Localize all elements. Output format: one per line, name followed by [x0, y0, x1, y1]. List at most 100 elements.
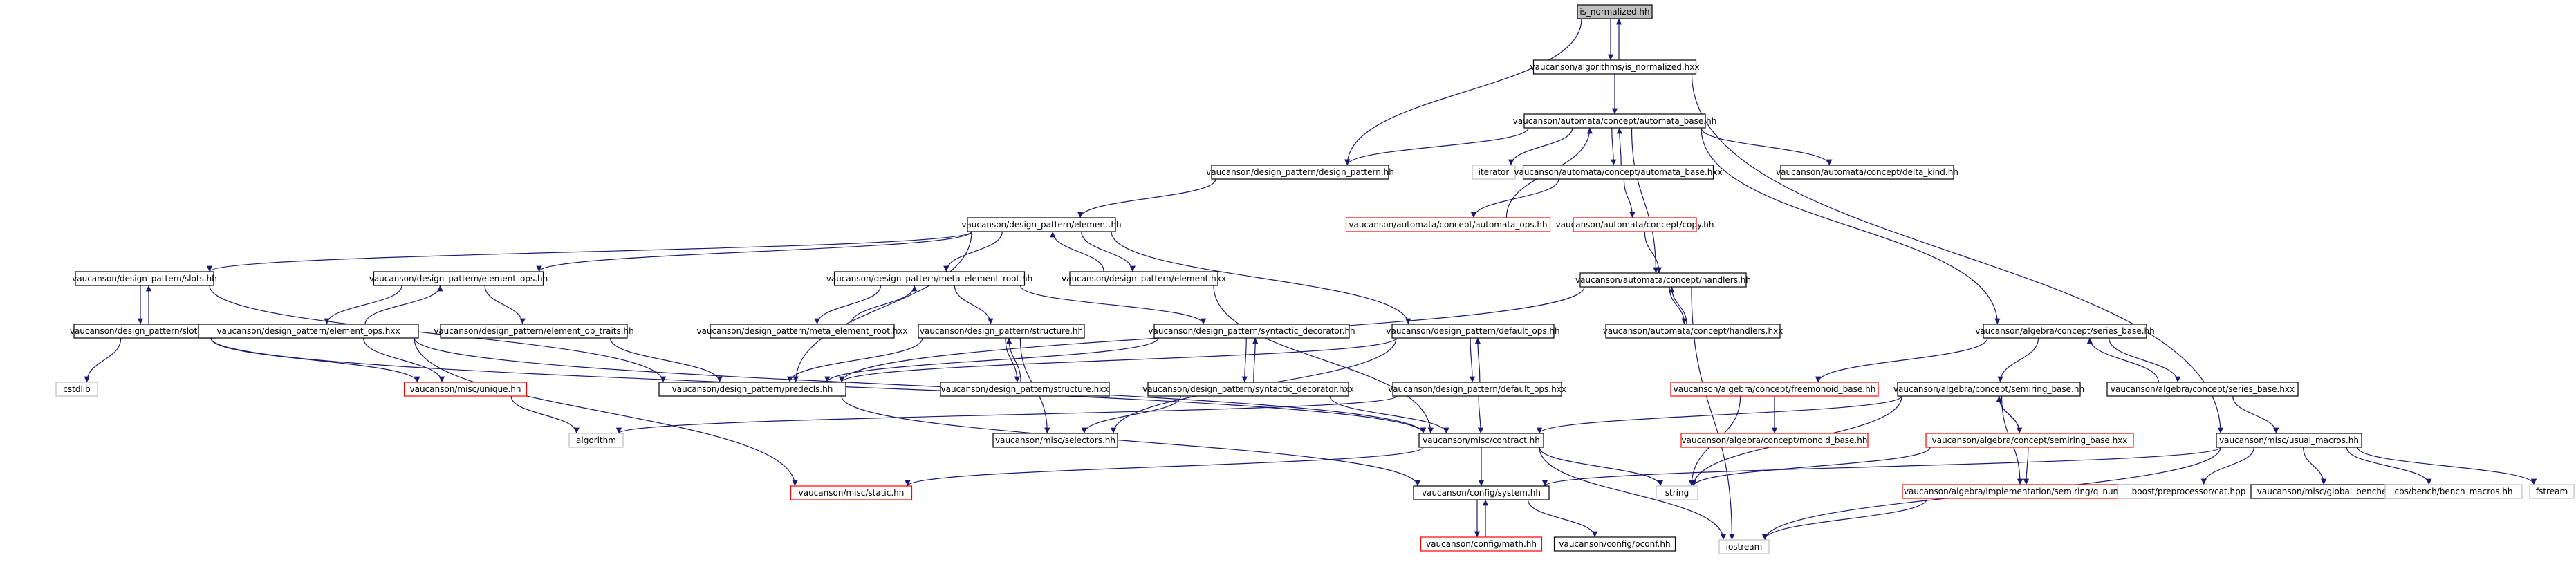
edge-vaucanson-design-pattern-syntactic-decorator-hh-to-vaucanson-design-pattern-predecls-hh [824, 337, 1159, 383]
node-vaucanson-algebra-concept-semiring-base-hxx[interactable]: vaucanson/algebra/concept/semiring_base.… [1925, 433, 2134, 448]
node-vaucanson-design-pattern-syntactic-decorator-hh[interactable]: vaucanson/design_pattern/syntactic_decor… [1148, 324, 1355, 339]
node-vaucanson-config-pconf-hh[interactable]: vaucanson/config/pconf.hh [1553, 536, 1676, 552]
edge-vaucanson-design-pattern-element-hh-to-vaucanson-design-pattern-element-ops-hh [536, 231, 972, 272]
node-vaucanson-misc-usual-macros-hh[interactable]: vaucanson/misc/usual_macros.hh [2216, 433, 2362, 448]
node-box [940, 382, 1110, 397]
node-vaucanson-design-pattern-predecls-hh[interactable]: vaucanson/design_pattern/predecls.hh [658, 382, 846, 397]
node-label: vaucanson/design_pattern/slots.hxx [70, 326, 219, 336]
node-box [1680, 433, 1869, 448]
node-box [1069, 271, 1218, 286]
edge-vaucanson-design-pattern-structure-hh-to-vaucanson-design-pattern-predecls-hh [786, 337, 923, 383]
node-vaucanson-algorithms-is-normalized-hxx[interactable]: vaucanson/algorithms/is_normalized.hxx [1530, 59, 1700, 75]
node-label: vaucanson/config/pconf.hh [1559, 539, 1670, 549]
node-label: vaucanson/automata/concept/handlers.hh [1575, 275, 1751, 285]
node-vaucanson-design-pattern-meta-element-root-hxx[interactable]: vaucanson/design_pattern/meta_element_ro… [696, 324, 908, 339]
node-box [1656, 485, 1698, 500]
edge-vaucanson-misc-contract-hh-to-iostream [1539, 447, 1727, 541]
node-label: vaucanson/algebra/concept/monoid_base.hh [1682, 435, 1868, 445]
node-box [1670, 382, 1879, 397]
node-string[interactable]: string [1656, 485, 1698, 500]
node-cbs-bench-bench-macros-hh[interactable]: cbs/bench/bench_macros.hh [2384, 484, 2523, 499]
edge-vaucanson-design-pattern-meta-element-root-hh-to-vaucanson-design-pattern-structure-hh [954, 285, 994, 325]
node-vaucanson-design-pattern-element-ops-hh[interactable]: vaucanson/design_pattern/element_ops.hh [369, 271, 548, 286]
edge-vaucanson-design-pattern-predecls-hh-to-vaucanson-config-system-hh [841, 395, 1421, 487]
node-vaucanson-design-pattern-slots-hxx[interactable]: vaucanson/design_pattern/slots.hxx [70, 324, 219, 339]
node-vaucanson-design-pattern-default-ops-hh[interactable]: vaucanson/design_pattern/default_ops.hh [1386, 324, 1560, 339]
node-is-normalized-hh[interactable]: is_normalized.hh [1577, 4, 1653, 19]
edge-vaucanson-misc-usual-macros-hh-to-boost-preprocessor-cat-hpp [2200, 447, 2254, 485]
node-cstdlib[interactable]: cstdlib [55, 382, 98, 397]
node-label: vaucanson/algebra/concept/series_base.hx… [2111, 384, 2295, 394]
node-vaucanson-automata-concept-delta-kind-hh[interactable]: vaucanson/automata/concept/delta_kind.hh [1776, 165, 1958, 180]
node-box [1345, 217, 1551, 232]
node-vaucanson-design-pattern-structure-hxx[interactable]: vaucanson/design_pattern/structure.hxx [940, 382, 1110, 397]
node-vaucanson-config-math-hh[interactable]: vaucanson/config/math.hh [1420, 536, 1543, 552]
node-algorithm[interactable]: algorithm [568, 433, 624, 448]
node-vaucanson-design-pattern-element-hxx[interactable]: vaucanson/design_pattern/element.hxx [1062, 271, 1226, 286]
node-iostream[interactable]: iostream [1718, 539, 1770, 554]
edge-vaucanson-misc-usual-macros-hh-to-fstream [2357, 447, 2537, 485]
node-vaucanson-misc-unique-hh[interactable]: vaucanson/misc/unique.hh [403, 382, 528, 397]
node-iterator[interactable]: iterator [1472, 165, 1516, 180]
node-vaucanson-design-pattern-element-ops-hxx[interactable]: vaucanson/design_pattern/element_ops.hxx [198, 324, 419, 339]
node-vaucanson-design-pattern-design-pattern-hh[interactable]: vaucanson/design_pattern/design_pattern.… [1206, 165, 1394, 180]
node-label: vaucanson/config/system.hh [1422, 488, 1541, 498]
node-label: vaucanson/design_pattern/predecls.hh [672, 384, 833, 394]
node-vaucanson-algebra-concept-freemonoid-base-hh[interactable]: vaucanson/algebra/concept/freemonoid_bas… [1670, 382, 1879, 397]
node-box [1532, 59, 1697, 75]
node-vaucanson-algebra-concept-semiring-base-hh[interactable]: vaucanson/algebra/concept/semiring_base.… [1893, 382, 2084, 397]
node-fstream[interactable]: fstream [2529, 484, 2575, 499]
edge-vaucanson-design-pattern-element-op-traits-hh-to-vaucanson-design-pattern-predecls-hh [610, 337, 723, 383]
node-vaucanson-algebra-concept-monoid-base-hh[interactable]: vaucanson/algebra/concept/monoid_base.hh [1680, 433, 1869, 448]
node-vaucanson-design-pattern-element-hh[interactable]: vaucanson/design_pattern/element.hh [961, 217, 1122, 232]
edge-vaucanson-automata-concept-handlers-hh-to-vaucanson-automata-concept-handlers-hxx [1669, 286, 1687, 325]
edge-vaucanson-design-pattern-default-ops-hxx-to-vaucanson-misc-contract-hh [1477, 395, 1484, 434]
node-vaucanson-design-pattern-slots-hh[interactable]: vaucanson/design_pattern/slots.hh [72, 271, 217, 286]
node-vaucanson-design-pattern-structure-hh[interactable]: vaucanson/design_pattern/structure.hh [918, 324, 1085, 339]
node-label: vaucanson/automata/concept/automata_base… [1513, 116, 1717, 126]
node-label: iterator [1479, 167, 1510, 177]
node-vaucanson-misc-selectors-hh[interactable]: vaucanson/misc/selectors.hh [992, 433, 1118, 448]
node-vaucanson-automata-concept-handlers-hxx[interactable]: vaucanson/automata/concept/handlers.hxx [1603, 324, 1783, 339]
edge-vaucanson-design-pattern-element-ops-hxx-to-vaucanson-misc-contract-hh [414, 337, 1427, 434]
node-vaucanson-design-pattern-element-op-traits-hh[interactable]: vaucanson/design_pattern/element_op_trai… [434, 324, 634, 339]
node-vaucanson-automata-concept-automata-base-hxx[interactable]: vaucanson/automata/concept/automata_base… [1514, 165, 1723, 180]
node-vaucanson-misc-contract-hh[interactable]: vaucanson/misc/contract.hh [1418, 433, 1544, 448]
edge-vaucanson-automata-concept-automata-base-hh-to-vaucanson-automata-concept-automata-base-hxx [1611, 127, 1617, 166]
edge-vaucanson-design-pattern-slots-hxx-to-cstdlib [84, 337, 122, 383]
node-vaucanson-design-pattern-meta-element-root-hh[interactable]: vaucanson/design_pattern/meta_element_ro… [826, 271, 1033, 286]
node-vaucanson-automata-concept-automata-base-hh[interactable]: vaucanson/automata/concept/automata_base… [1513, 113, 1717, 129]
node-label: vaucanson/misc/global_bencher.hh [2257, 487, 2402, 496]
edge-vaucanson-design-pattern-meta-element-root-hh-to-vaucanson-design-pattern-syntactic-decorator-hh [1019, 285, 1207, 325]
node-vaucanson-algebra-implementation-semiring-q-number-hh[interactable]: vaucanson/algebra/implementation/semirin… [1902, 484, 2149, 499]
node-vaucanson-automata-concept-handlers-hh[interactable]: vaucanson/automata/concept/handlers.hh [1575, 272, 1751, 288]
node-box [1420, 536, 1543, 552]
node-vaucanson-misc-global-bencher-hh[interactable]: vaucanson/misc/global_bencher.hh [2250, 484, 2409, 499]
edge-vaucanson-design-pattern-element-hh-to-vaucanson-design-pattern-predecls-hh [793, 231, 972, 383]
node-vaucanson-misc-static-hh[interactable]: vaucanson/misc/static.hh [790, 485, 913, 500]
node-vaucanson-algebra-concept-series-base-hh[interactable]: vaucanson/algebra/concept/series_base.hh [1975, 324, 2155, 339]
edge-vaucanson-design-pattern-element-ops-hxx-to-vaucanson-misc-unique-hh [362, 337, 445, 383]
node-vaucanson-algebra-concept-series-base-hxx[interactable]: vaucanson/algebra/concept/series_base.hx… [2106, 382, 2299, 397]
node-vaucanson-design-pattern-syntactic-decorator-hxx[interactable]: vaucanson/design_pattern/syntactic_decor… [1142, 382, 1354, 397]
node-label: vaucanson/algebra/concept/semiring_base.… [1932, 435, 2128, 445]
node-vaucanson-automata-concept-automata-ops-hh[interactable]: vaucanson/automata/concept/automata_ops.… [1345, 217, 1551, 232]
node-boost-preprocessor-cat-hpp[interactable]: boost/preprocessor/cat.hpp [2117, 484, 2261, 499]
edge-vaucanson-automata-concept-automata-base-hxx-to-vaucanson-automata-concept-automata-ops-hh [1470, 178, 1559, 218]
edge-vaucanson-design-pattern-element-hxx-to-vaucanson-misc-contract-hh [1213, 285, 1434, 434]
node-box [1579, 272, 1747, 288]
node-box [198, 324, 419, 339]
node-box [1391, 324, 1555, 339]
node-box [1147, 382, 1349, 397]
node-label: vaucanson/algebra/implementation/semirin… [1904, 487, 2147, 496]
node-vaucanson-automata-concept-copy-hh[interactable]: vaucanson/automata/concept/copy.hh [1556, 217, 1714, 232]
edge-is-normalized-hh-to-vaucanson-design-pattern-design-pattern-hh [1344, 18, 1582, 166]
node-vaucanson-design-pattern-default-ops-hxx[interactable]: vaucanson/design_pattern/default_ops.hxx [1388, 382, 1566, 397]
node-label: vaucanson/misc/contract.hh [1423, 435, 1540, 445]
node-vaucanson-config-system-hh[interactable]: vaucanson/config/system.hh [1413, 485, 1550, 500]
edge-vaucanson-design-pattern-syntactic-decorator-hxx-to-vaucanson-misc-selectors-hh [1081, 395, 1181, 434]
node-label: cstdlib [63, 384, 90, 394]
node-box [55, 382, 98, 397]
node-label: is_normalized.hh [1579, 7, 1649, 17]
node-label: vaucanson/algorithms/is_normalized.hxx [1530, 62, 1700, 72]
